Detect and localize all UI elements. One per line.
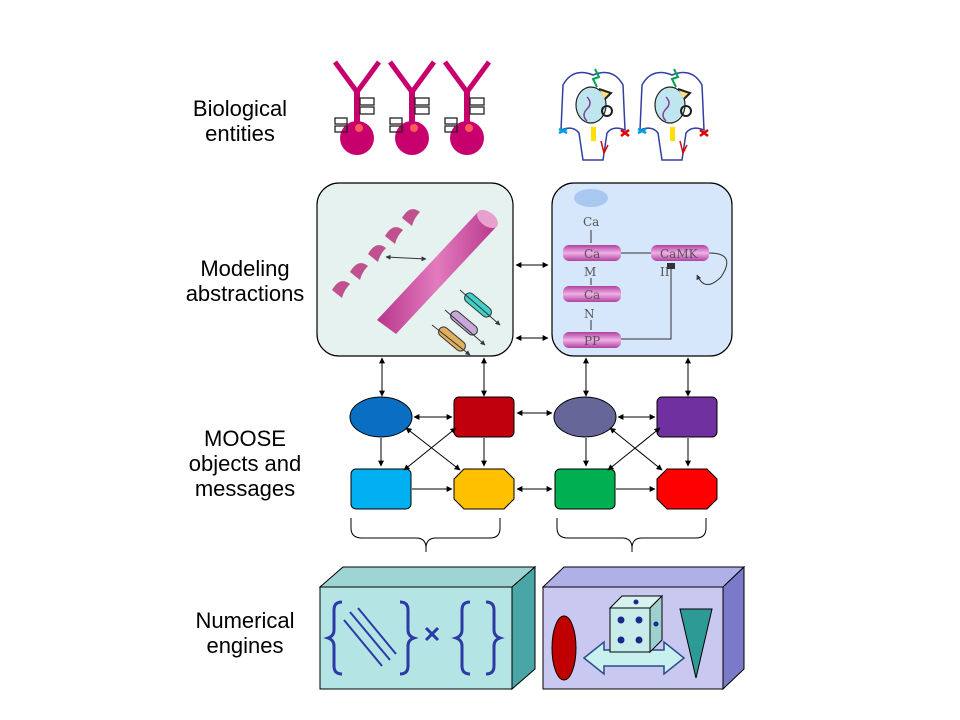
can-label-2: N [584, 307, 595, 321]
label-moose-objects: MOOSE objects and messages [155, 426, 335, 501]
cam-label-1: Ca [584, 247, 600, 261]
neuron-icon-1 [332, 60, 382, 155]
cone-icon [679, 608, 713, 679]
cylinder-compartment [377, 209, 498, 334]
ca-top-label: Ca [583, 215, 599, 229]
dice-icon [608, 594, 664, 654]
label-line: objects and [188, 451, 302, 476]
label-modeling-abstractions: Modeling abstractions [155, 256, 335, 306]
moose-object-dark-red[interactable] [453, 396, 515, 438]
neuron-icon-2 [387, 60, 437, 155]
label-line: Biological [192, 96, 288, 121]
moose-object-red-octagon[interactable] [656, 468, 718, 510]
autophosphorylation-loop [696, 252, 728, 285]
moose-messages [378, 410, 691, 492]
moose-object-sky[interactable] [350, 468, 412, 510]
pp-bar [563, 332, 621, 348]
moose-object-purple[interactable] [656, 396, 718, 438]
neuron-icon-3 [442, 60, 492, 155]
ion-channels [431, 289, 501, 356]
pp-label: PP [584, 334, 600, 348]
label-line: Numerical [195, 608, 295, 633]
group-braces [350, 518, 707, 552]
moose-object-slate-ellipse[interactable] [553, 396, 617, 438]
label-line: engines [206, 633, 284, 658]
cam-label-2: M [584, 265, 596, 279]
label-line: Modeling [200, 256, 290, 281]
cell-signaling-icon-2 [637, 68, 709, 161]
diffusion-arrow [385, 254, 427, 262]
cam-bar [563, 245, 621, 261]
label-line: MOOSE [204, 426, 286, 451]
moose-object-green[interactable] [554, 468, 616, 510]
double-arrow-icon [582, 640, 686, 676]
can-bar [563, 286, 621, 302]
moose-object-blue-ellipse[interactable] [349, 396, 413, 438]
label-line: abstractions [185, 281, 305, 306]
camkii-bar [651, 245, 709, 261]
moose-object-gold-octagon[interactable] [453, 468, 515, 510]
can-label-1: Ca [584, 288, 600, 302]
cell-signaling-icon-1 [558, 68, 630, 161]
abstraction-to-object-arrows [379, 357, 691, 397]
label-line: messages [194, 476, 296, 501]
ca-pool-ellipse [574, 189, 608, 207]
matrix-multiply-icon [323, 600, 505, 676]
label-line: entities [205, 121, 275, 146]
dendrite-spines [332, 209, 420, 298]
red-ellipse-icon [551, 615, 577, 681]
camkii-label-2: II [660, 265, 670, 279]
label-numerical-engines: Numerical engines [155, 608, 335, 658]
signaling-model-panel [551, 182, 733, 357]
camkii-label-1: CaMK [660, 247, 699, 261]
label-biological-entities: Biological entities [150, 96, 330, 146]
neuronal-model-panel [316, 182, 514, 357]
